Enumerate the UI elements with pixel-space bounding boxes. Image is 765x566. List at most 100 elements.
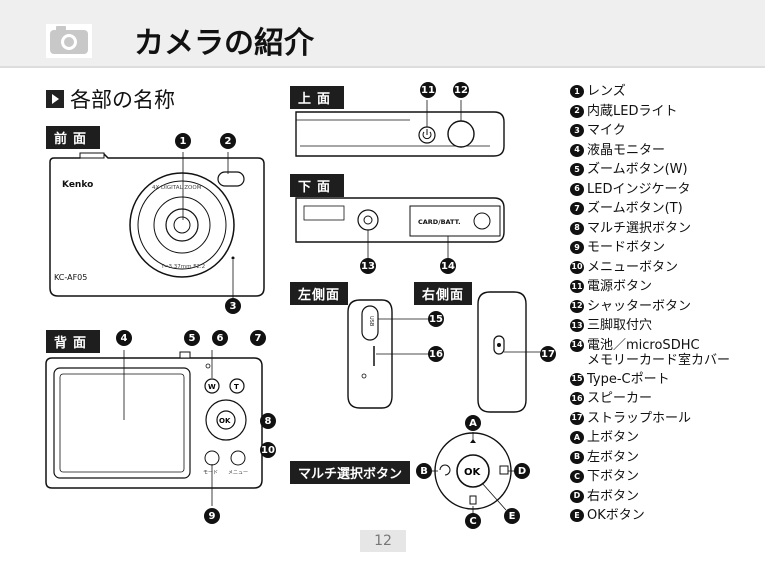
section-heading: 各部の名称: [46, 84, 175, 114]
callout-4: 4: [116, 330, 132, 346]
list-marker: 2: [570, 104, 584, 118]
left-side-diagram: USB: [347, 299, 428, 409]
list-marker: 7: [570, 202, 584, 215]
callout-B: B: [416, 463, 432, 479]
list-item-label: 上ボタン: [587, 430, 640, 445]
list-marker: E: [570, 509, 584, 522]
callout-8: 8: [260, 413, 276, 429]
callout-13: 13: [360, 258, 376, 274]
menu-label-text: メニュー: [228, 470, 248, 476]
callout-17: 17: [540, 346, 556, 362]
list-item-label: 下ボタン: [587, 469, 640, 484]
list-item-label: ズームボタン(T): [587, 201, 683, 216]
list-item-label: マイク: [587, 123, 626, 138]
list-marker: 6: [570, 182, 584, 196]
list-marker: 3: [570, 124, 584, 137]
list-marker: 5: [570, 163, 584, 176]
list-marker: 4: [570, 143, 584, 157]
label-top: 上面: [290, 86, 345, 109]
back-view-diagram: W T OK モード メニュー: [45, 350, 263, 506]
callout-C: C: [465, 513, 481, 529]
callout-5: 5: [184, 330, 200, 346]
callout-D: D: [514, 463, 530, 479]
list-marker: D: [570, 489, 584, 503]
callout-15: 15: [428, 311, 444, 327]
callout-6: 6: [212, 330, 228, 346]
list-marker: 12: [570, 299, 584, 313]
bottom-view-diagram: CARD/BATT.: [295, 197, 505, 260]
list-marker: 17: [570, 411, 584, 425]
list-marker: B: [570, 450, 584, 464]
header-band: [0, 0, 765, 66]
list-item-label: 電源ボタン: [587, 279, 653, 294]
right-side-diagram: [477, 291, 540, 413]
front-view-diagram: Kenko KC-AF05 4X DIGITAL ZOOM f=3.37mm F…: [49, 152, 265, 300]
model-text: KC-AF05: [54, 273, 87, 282]
list-item-label: ズームボタン(W): [587, 162, 688, 177]
label-right-side: 右側面: [414, 282, 473, 305]
list-item-label: 内蔵LEDライト: [587, 103, 678, 119]
list-item-label: 電池／microSDHC: [587, 337, 700, 353]
callout-E: E: [504, 508, 520, 524]
list-item-label: モードボタン: [587, 240, 666, 255]
callout-16: 16: [428, 346, 444, 362]
list-item-label: スピーカー: [587, 391, 653, 406]
label-back: 背面: [46, 330, 101, 353]
list-item-label: ストラップホール: [587, 410, 692, 426]
callout-14: 14: [440, 258, 456, 274]
list-marker: 15: [570, 372, 584, 386]
callout-10: 10: [260, 442, 276, 458]
ok-text: OK: [219, 417, 231, 425]
usb-text: USB: [368, 316, 374, 327]
callout-3: 3: [225, 298, 241, 314]
list-item-label: 左ボタン: [587, 449, 640, 465]
list-marker: 10: [570, 260, 584, 274]
label-multi-select: マルチ選択ボタン: [290, 461, 411, 484]
section-title: 各部の名称: [70, 88, 175, 112]
camera-icon: [46, 24, 92, 58]
label-front: 前面: [46, 126, 101, 149]
list-item-label: LEDインジケータ: [587, 181, 691, 197]
list-item-label: 三脚取付穴: [587, 318, 653, 333]
list-marker: 16: [570, 392, 584, 405]
card-door-text: CARD/BATT.: [418, 218, 461, 226]
list-marker: 9: [570, 241, 584, 254]
multi-ok-text: OK: [464, 467, 482, 478]
brand-text: Kenko: [62, 180, 93, 190]
callout-2: 2: [220, 133, 236, 149]
list-marker: 11: [570, 280, 584, 293]
callout-A: A: [465, 415, 481, 431]
list-item-label-second-line: メモリーカード室カバー: [587, 352, 731, 368]
callout-1: 1: [175, 133, 191, 149]
list-item-label: シャッターボタン: [587, 298, 692, 314]
list-item-label: レンズ: [587, 84, 626, 99]
lens-ring-top-text: 4X DIGITAL ZOOM: [152, 185, 202, 191]
page-number: 12: [360, 530, 406, 552]
list-marker: A: [570, 431, 584, 444]
header-rule: [0, 66, 765, 68]
label-left-side: 左側面: [290, 282, 349, 305]
list-item-label: 液晶モニター: [587, 142, 666, 158]
list-item-label: Type-Cポート: [587, 371, 670, 387]
